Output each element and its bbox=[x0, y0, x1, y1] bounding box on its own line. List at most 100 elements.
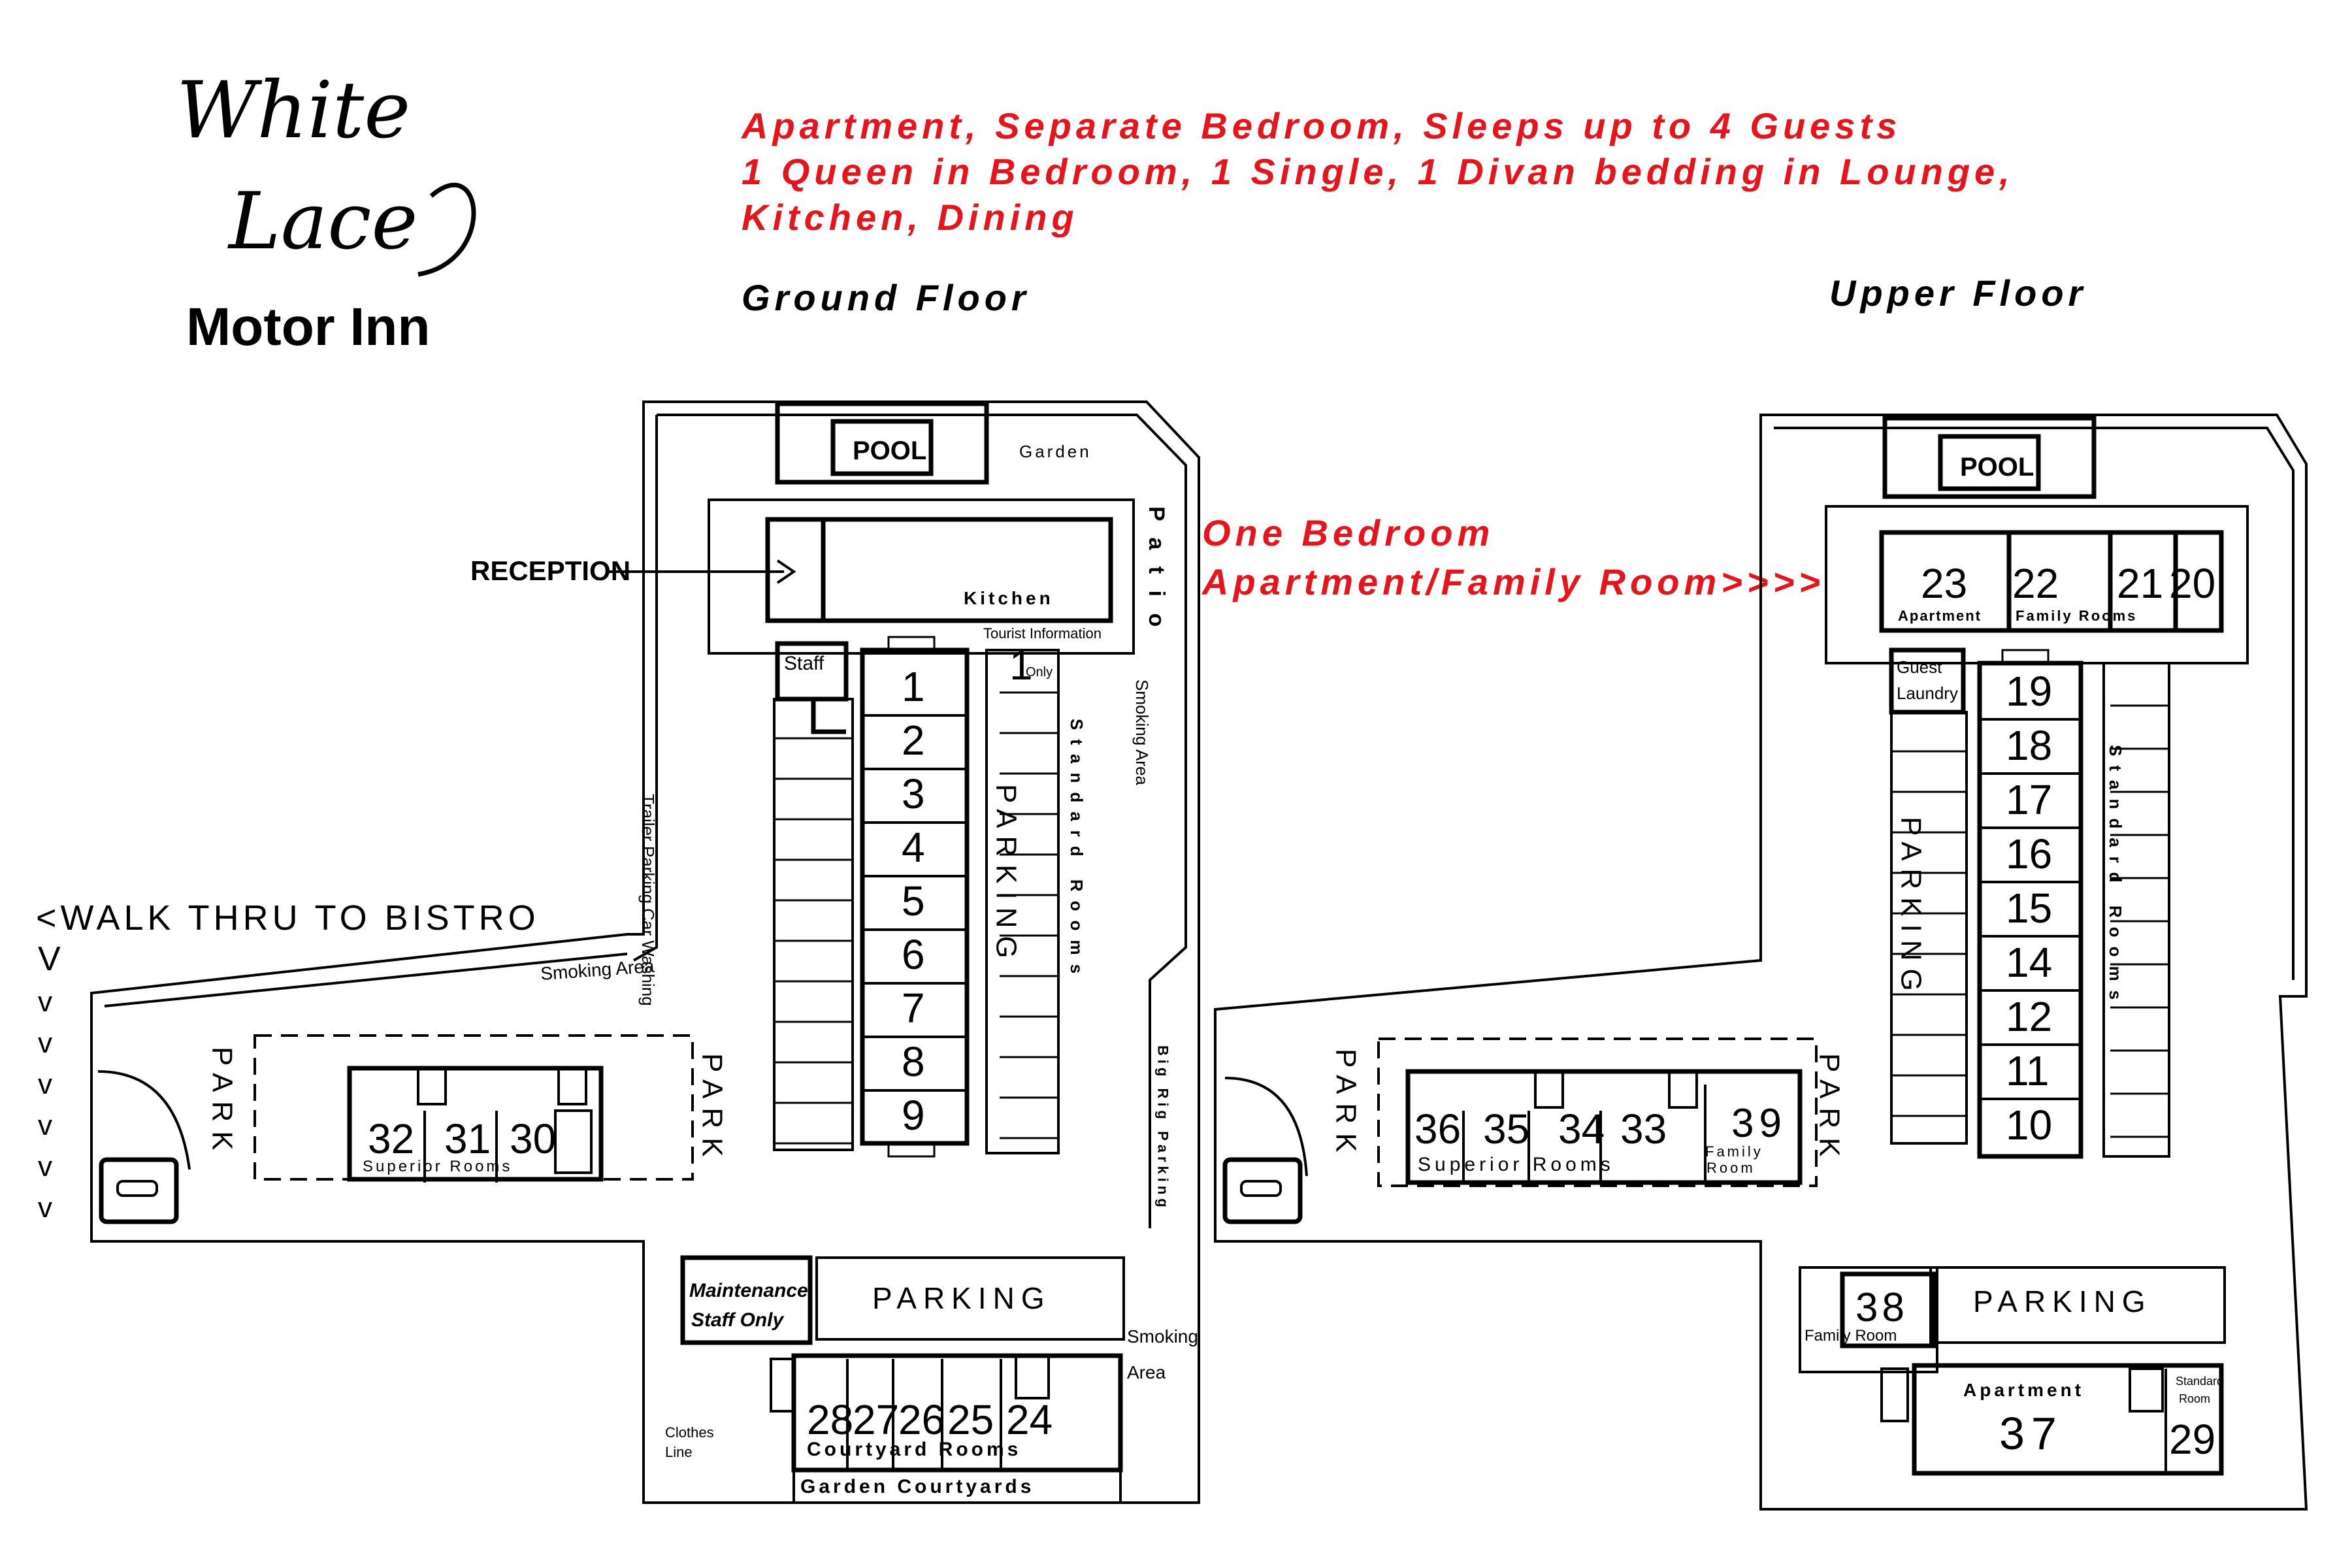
room-28: 28 bbox=[807, 1396, 853, 1443]
only-label: Only bbox=[1026, 665, 1053, 679]
room-20: 20 bbox=[2169, 560, 2215, 607]
callout-line-1: One Bedroom bbox=[1202, 512, 1494, 553]
room-11: 11 bbox=[2006, 1047, 2049, 1094]
upper-outline bbox=[1214, 414, 2308, 1511]
room-6: 6 bbox=[902, 931, 925, 978]
upper-bottom-parking bbox=[1929, 1266, 2226, 1344]
logo-script-line2: Lace bbox=[227, 176, 417, 267]
walk-thru-arrow: v bbox=[38, 986, 52, 1018]
room-29: 29 bbox=[2169, 1416, 2215, 1463]
room-10: 10 bbox=[2006, 1102, 2052, 1149]
room-26: 26 bbox=[898, 1396, 945, 1443]
notice-line-1: Apartment, Separate Bedroom, Sleeps up t… bbox=[740, 105, 1901, 146]
room-32: 32 bbox=[368, 1115, 414, 1162]
room-25: 25 bbox=[947, 1396, 994, 1443]
left-entrance bbox=[99, 1157, 179, 1224]
room-8: 8 bbox=[902, 1038, 925, 1085]
ground-pool-label: POOL bbox=[853, 436, 926, 465]
standard-room-29-1: Standard bbox=[2176, 1375, 2223, 1388]
room-1: 1 bbox=[902, 663, 925, 710]
room-36: 36 bbox=[1414, 1105, 1461, 1152]
clothes-line-1: Clothes bbox=[665, 1424, 714, 1441]
callout-line-2: Apartment/Family Room>>>> bbox=[1201, 561, 1825, 602]
room-33: 33 bbox=[1620, 1105, 1667, 1152]
room-9: 9 bbox=[902, 1092, 925, 1139]
ground-parking-vertical: PARKING bbox=[990, 784, 1022, 966]
ground-superior-block bbox=[347, 1066, 604, 1182]
logo-flourish bbox=[417, 182, 476, 277]
upper-superior-block bbox=[1405, 1069, 1803, 1185]
ground-floor-plan: POOL Garden Kitchen RECEPTION P a t i o … bbox=[36, 400, 1200, 1504]
upper-floor-title: Upper Floor bbox=[1829, 272, 2087, 314]
courtyard-rooms-label: Courtyard Rooms bbox=[807, 1439, 1021, 1460]
maintenance-label-1: Maintenance bbox=[689, 1280, 808, 1301]
upper-park-right: PARK bbox=[1814, 1053, 1846, 1166]
big-rig-parking: Big Rig Parking bbox=[1155, 1045, 1171, 1211]
logo-script-line1: White bbox=[176, 65, 410, 156]
maintenance-label-2: Staff Only bbox=[691, 1309, 784, 1331]
room-14: 14 bbox=[2006, 939, 2052, 986]
room-31: 31 bbox=[444, 1115, 491, 1162]
room-27: 27 bbox=[853, 1396, 899, 1443]
smoking-area-bottom-2: Area bbox=[1127, 1362, 1166, 1382]
garden-courtyards-label: Garden Courtyards bbox=[800, 1476, 1034, 1497]
room-7: 7 bbox=[902, 985, 925, 1032]
upper-pool bbox=[1938, 434, 2041, 491]
tourist-information-label: Tourist Information bbox=[983, 625, 1102, 642]
room-4: 4 bbox=[902, 824, 925, 871]
stairs-bottom bbox=[887, 1143, 936, 1158]
upper-parking-label: PARKING bbox=[1973, 1284, 2152, 1318]
guest-laundry-2: Laundry bbox=[1897, 683, 1958, 703]
upper-floor-plan: POOL 23 22 21 20 Apartment Family Rooms … bbox=[1214, 414, 2308, 1511]
ground-superior-rooms: Superior Rooms bbox=[363, 1158, 512, 1175]
family-room-39-line2: Room bbox=[1707, 1160, 1756, 1176]
upper-apartment-label: Apartment bbox=[1898, 608, 1982, 624]
ground-right-parking bbox=[985, 649, 1060, 1154]
room-23: 23 bbox=[1921, 560, 1967, 607]
door-arc bbox=[97, 1070, 191, 1170]
walk-thru-arrow: v bbox=[38, 1068, 52, 1100]
logo: White Lace Motor Inn bbox=[176, 65, 476, 357]
ground-left-stalls bbox=[773, 698, 854, 1151]
room-19: 19 bbox=[2006, 668, 2052, 715]
ground-pool-enclosure bbox=[775, 401, 989, 485]
patio-label: P a t i o bbox=[1144, 506, 1169, 632]
standard-room-29-2: Room bbox=[2179, 1392, 2210, 1405]
staff-label: Staff bbox=[784, 653, 825, 674]
kitchen bbox=[765, 517, 1113, 623]
family-room-38: Family Room bbox=[1805, 1327, 1897, 1345]
room-38: 38 bbox=[1855, 1285, 1908, 1330]
upper-left-stalls bbox=[1890, 711, 1968, 1145]
ground-floor-title: Ground Floor bbox=[742, 277, 1030, 318]
trailer-parking-label: Trailer Parking Car Washing bbox=[638, 794, 658, 1006]
reception-label: RECEPTION bbox=[470, 555, 630, 586]
upper-top-rooms bbox=[1879, 530, 2224, 633]
upper-right-parking bbox=[2102, 662, 2170, 1158]
ground-inner-wall bbox=[657, 414, 1187, 1228]
garden-label: Garden bbox=[1019, 442, 1092, 461]
upper-left-entrance bbox=[1222, 1157, 1303, 1224]
ground-park-left: PARK bbox=[206, 1047, 238, 1160]
ground-smoking-wall bbox=[104, 953, 628, 1007]
room-3: 3 bbox=[902, 770, 925, 817]
upper-park-left: PARK bbox=[1330, 1049, 1362, 1162]
courtyard-stairs bbox=[770, 1358, 795, 1413]
upper-pool-enclosure bbox=[1882, 416, 2097, 499]
walk-thru-arrow: v bbox=[38, 1192, 52, 1224]
upper-inner bbox=[1774, 427, 2295, 980]
room-17: 17 bbox=[2006, 776, 2052, 823]
room-35: 35 bbox=[1483, 1105, 1529, 1152]
room-5: 5 bbox=[902, 877, 925, 924]
stairs-superior-1 bbox=[417, 1067, 447, 1105]
walk-thru-arrow: v bbox=[38, 1109, 52, 1141]
logo-subtitle: Motor Inn bbox=[186, 297, 430, 357]
apartment-37-block bbox=[1912, 1363, 2224, 1476]
ground-inner-left bbox=[633, 415, 658, 962]
family-room-39-line1: Family bbox=[1705, 1143, 1763, 1160]
walk-thru-label: <WALK THRU TO BISTRO bbox=[36, 898, 540, 938]
notice-line-2: 1 Queen in Bedroom, 1 Single, 1 Divan be… bbox=[742, 151, 2014, 192]
upper-superior-dashed bbox=[1377, 1037, 1818, 1187]
apartment-37-label: Apartment bbox=[1963, 1380, 2084, 1400]
walk-thru-arrow: v bbox=[38, 1027, 52, 1059]
